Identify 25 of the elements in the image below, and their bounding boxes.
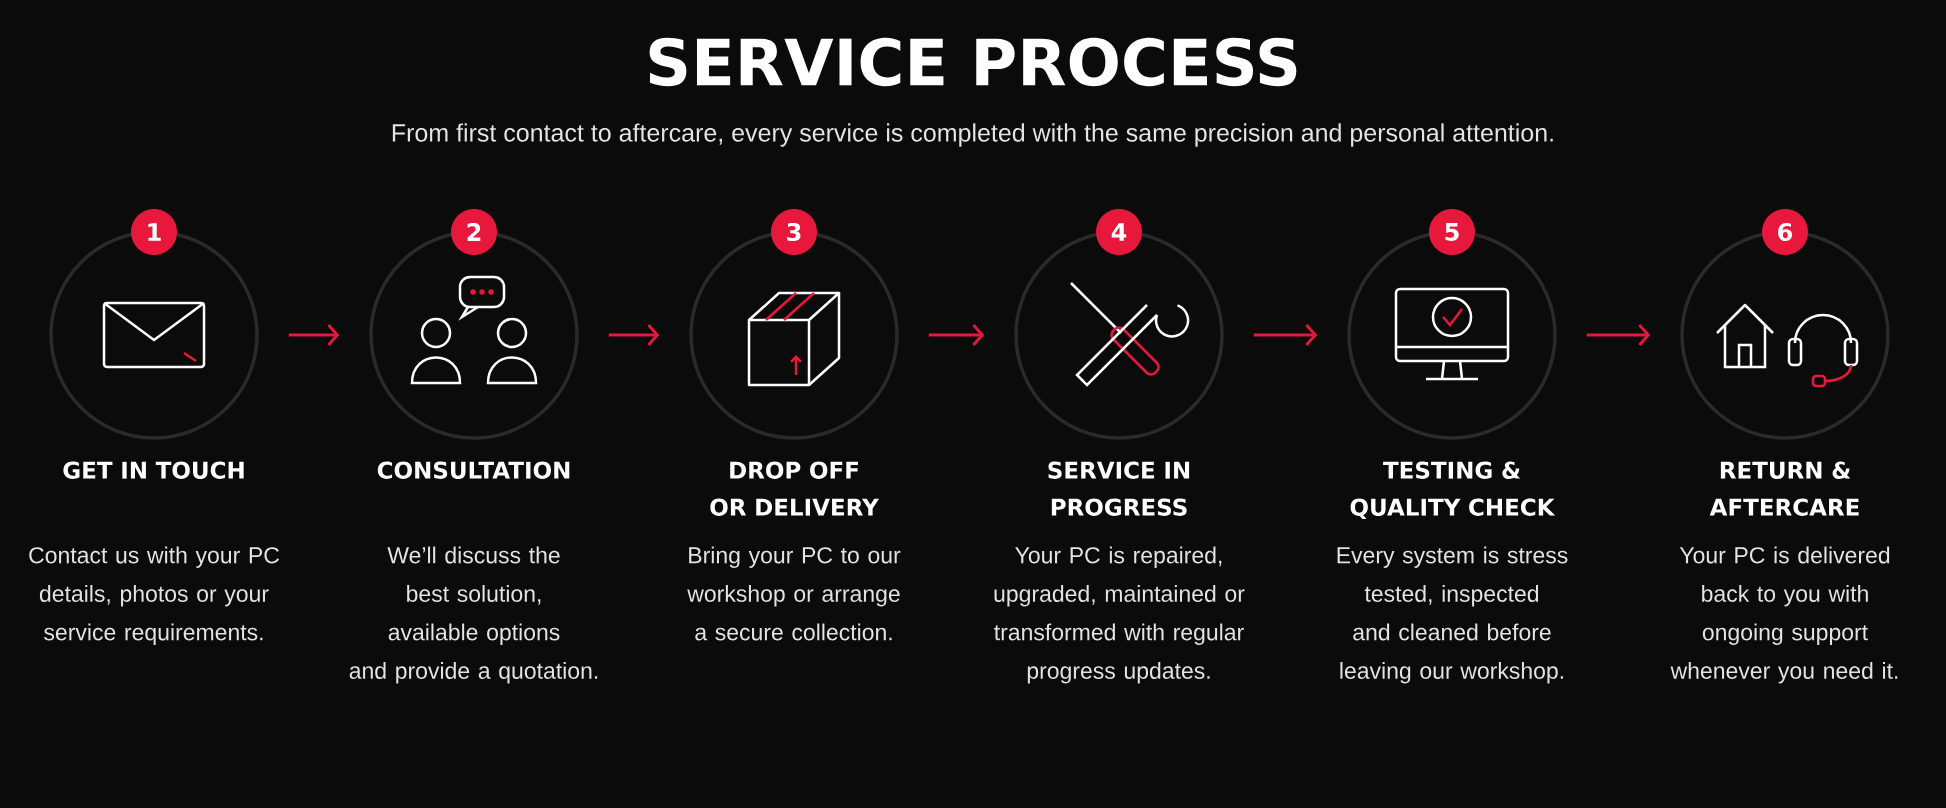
number-badge: 4 [1096,209,1142,255]
arrow [608,324,660,346]
arrow [1253,324,1318,346]
step-heading: TESTING & QUALITY CHECK [1350,461,1556,519]
arrow [288,324,340,346]
arrow [928,324,985,346]
step-description: Your PC is repaired, upgraded, maintained or transformed with regular progress updates. [994,546,1245,684]
step-description: Your PC is delivered back to you with ongoing support whenever you need it. [1670,546,1898,684]
step-description: Contact us with your PC details, photos or your service requirements. [29,546,280,645]
step-heading: GET IN TOUCH [63,461,244,479]
step-heading: DROP OFF OR DELIVERY [710,461,879,516]
number-badge: 5 [1429,209,1475,255]
step-description: Every system is stress tested, inspected and cleaned before leaving our workshop. [1337,546,1568,684]
step-heading: SERVICE IN PROGRESS [1048,461,1190,516]
title: SERVICE PROCESS [649,37,1297,87]
step-heading: CONSULTATION [377,461,570,479]
number-badge: 6 [1762,209,1808,255]
step-description: We’ll discuss the best solution, available options and provide a quotation. [349,546,598,684]
step-description: Bring your PC to our workshop or arrange a secure collection. [687,546,901,641]
number-badge: 1 [131,209,177,255]
arrow [1586,324,1651,346]
step-heading: RETURN & AFTERCARE [1709,461,1859,516]
number-badge: 3 [771,209,817,255]
number-badge: 2 [451,209,497,255]
subtitle: From first contact to aftercare, every service is completed with the same precision and personal attention. [392,123,1553,147]
